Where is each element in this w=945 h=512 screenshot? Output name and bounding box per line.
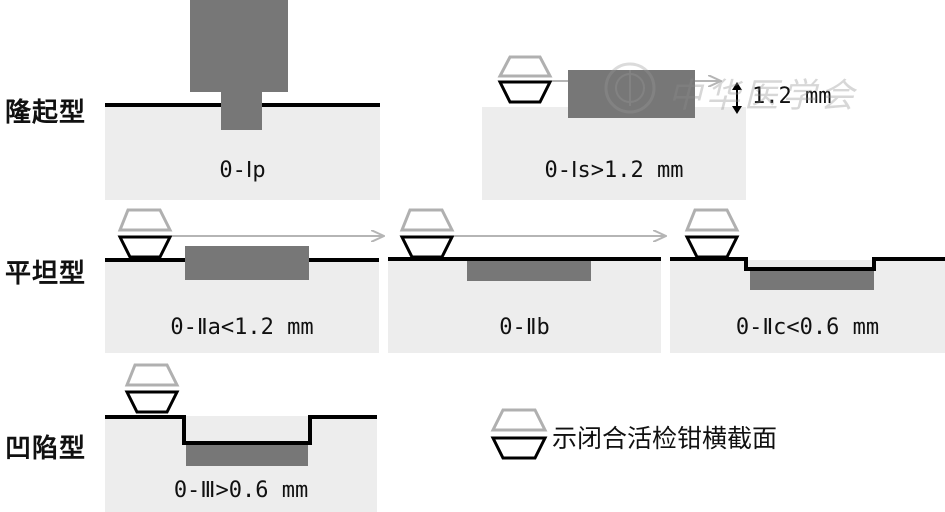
watermark-logo <box>604 62 656 114</box>
lesion-ip <box>190 0 288 130</box>
legend-text: 示闭合活检钳横截面 <box>552 424 778 453</box>
surface-line-iii <box>105 415 377 445</box>
forceps-iic <box>684 208 740 259</box>
measure-arrow-icon <box>732 82 742 114</box>
lesion-iic <box>750 270 874 290</box>
label-0-is: 0-Ⅰs>1.2 mm <box>544 158 684 183</box>
forceps-iii <box>124 363 180 414</box>
forceps-is <box>497 55 553 104</box>
surface-line-iic <box>670 257 945 271</box>
lesion-iia <box>185 246 309 280</box>
lesion-iib <box>467 259 591 281</box>
panel-is <box>482 107 746 200</box>
forceps-legend-icon <box>490 408 548 460</box>
lesion-is <box>568 70 695 118</box>
measure-label: 1.2 mm <box>752 84 832 109</box>
label-0-iia: 0-Ⅱa<1.2 mm <box>170 315 314 340</box>
forceps-iia <box>117 208 173 259</box>
lesion-iii <box>186 443 308 466</box>
label-0-iic: 0-Ⅱc<0.6 mm <box>735 315 880 340</box>
watermark-text: 中华医学会 <box>668 76 858 116</box>
category-protruded: 隆起型 <box>5 98 87 128</box>
category-depressed: 凹陷型 <box>5 434 87 464</box>
label-0-ip: 0-Ⅰp <box>219 158 266 183</box>
category-flat: 平坦型 <box>5 259 87 289</box>
forceps-iib <box>399 208 455 259</box>
label-0-iii: 0-Ⅲ>0.6 mm <box>173 478 309 503</box>
label-0-iib: 0-Ⅱb <box>499 315 550 340</box>
